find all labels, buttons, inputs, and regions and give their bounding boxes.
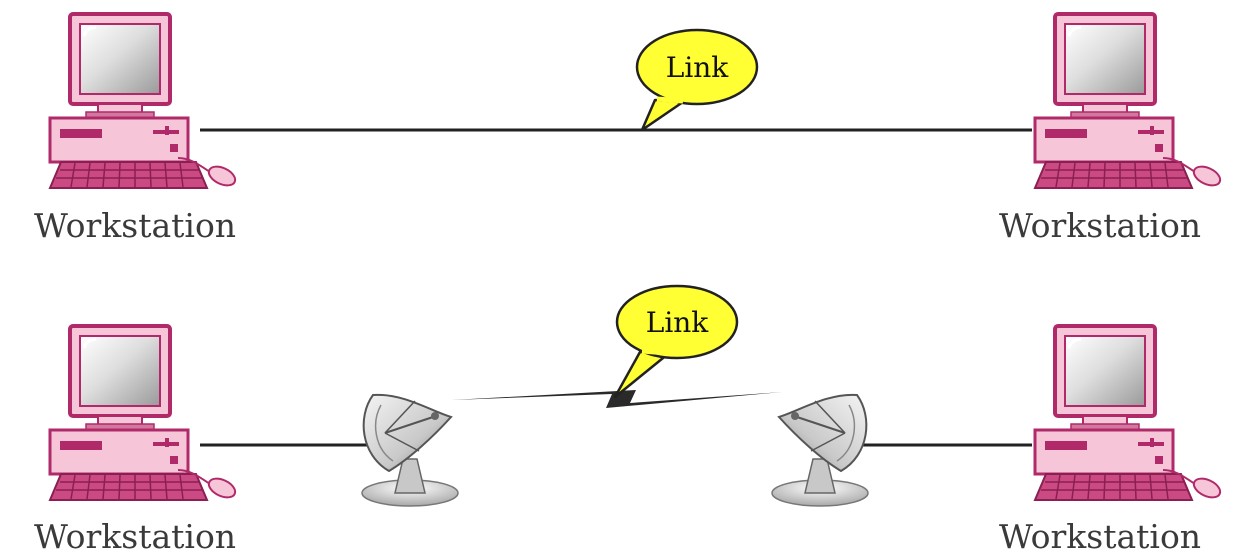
top-right-workstation-icon — [1033, 12, 1226, 192]
top-right-workstation-label: Workstation — [999, 206, 1201, 245]
top-link-label: Link — [666, 51, 730, 84]
bottom-link-label: Link — [646, 306, 710, 339]
bottom-link-callout: Link — [613, 284, 739, 399]
wireless-link — [452, 390, 782, 408]
top-link-callout: Link — [635, 28, 759, 132]
bottom-left-workstation-icon — [48, 324, 241, 504]
right-satellite-dish-icon — [771, 393, 869, 507]
bottom-right-workstation-icon — [1033, 324, 1226, 504]
left-satellite-dish-icon — [361, 393, 459, 507]
bottom-right-workstation-label: Workstation — [999, 517, 1201, 556]
top-left-workstation-label: Workstation — [34, 206, 236, 245]
bottom-left-workstation-label: Workstation — [34, 517, 236, 556]
top-left-workstation-icon — [48, 12, 241, 192]
